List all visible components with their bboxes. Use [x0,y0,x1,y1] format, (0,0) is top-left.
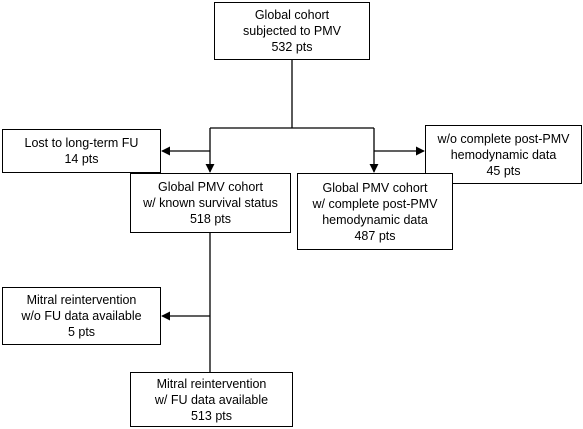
node-line: 14 pts [64,152,99,166]
node-line: 487 pts [354,228,396,243]
node-line: Global PMV cohort [158,180,263,194]
node-line: Mitral reintervention [156,376,267,391]
node-line: Mitral reintervention [26,293,137,307]
node-complete-hemo: Global PMV cohort w/ complete post-PMV h… [297,173,453,250]
node-global-cohort: Global cohort subjected to PMV 532 pts [214,2,370,60]
node-lost-fu: Lost to long-term FU 14 pts [2,129,161,173]
node-line: 513 pts [190,408,232,423]
node-line: w/o FU data available [21,309,142,323]
node-line: 45 pts [486,163,521,178]
node-line: 5 pts [67,325,96,339]
node-line: Lost to long-term FU [24,136,139,150]
node-line: Global cohort [254,8,330,22]
node-line: 518 pts [189,212,231,226]
node-line: w/ complete post-PMV [312,196,438,211]
node-reint-no-fu: Mitral reintervention w/o FU data availa… [2,287,161,345]
node-line: 532 pts [271,40,313,54]
node-line: hemodynamic data [450,147,557,162]
node-line: subjected to PMV [243,24,341,38]
node-line: w/ known survival status [143,196,278,210]
node-line: w/o complete post-PMV [437,131,570,146]
node-known-survival: Global PMV cohort w/ known survival stat… [130,173,291,233]
node-reint-fu: Mitral reintervention w/ FU data availab… [130,372,293,427]
node-line: Global PMV cohort [322,180,428,195]
node-line: hemodynamic data [322,212,428,227]
node-line: w/ FU data available [154,392,269,407]
